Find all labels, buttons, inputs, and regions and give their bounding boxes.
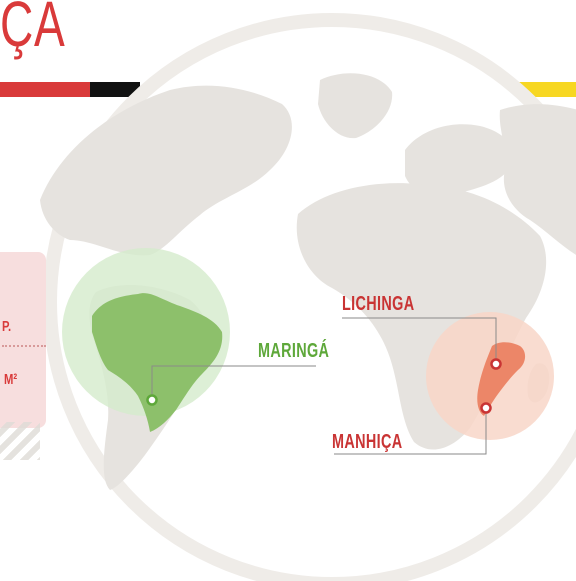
info-card — [0, 252, 46, 428]
flag-stripe-black — [90, 82, 140, 97]
flag-stripe-red — [0, 82, 110, 97]
continent-europe — [405, 124, 514, 198]
maringa-marker — [146, 394, 158, 406]
card-area-label: M² — [4, 371, 18, 388]
manhica-marker — [480, 402, 492, 414]
continent-greenland — [318, 73, 393, 139]
label-maringa: MARINGÁ — [258, 340, 330, 362]
lichinga-callout-line — [342, 317, 497, 364]
page-title: ÇA — [0, 0, 66, 60]
mozambique-country — [477, 342, 526, 416]
brazil-country — [92, 293, 223, 432]
card-divider — [2, 345, 46, 347]
manhica-callout-line — [334, 408, 487, 455]
card-population-label: P. — [2, 318, 12, 335]
label-manhica: MANHIÇA — [332, 431, 403, 453]
continent-north-america — [40, 85, 292, 256]
continent-asia — [499, 104, 576, 255]
maringa-callout-line — [151, 365, 316, 400]
hatch-pattern — [0, 422, 40, 460]
label-lichinga: LICHINGA — [342, 293, 415, 315]
lichinga-marker — [490, 358, 502, 370]
